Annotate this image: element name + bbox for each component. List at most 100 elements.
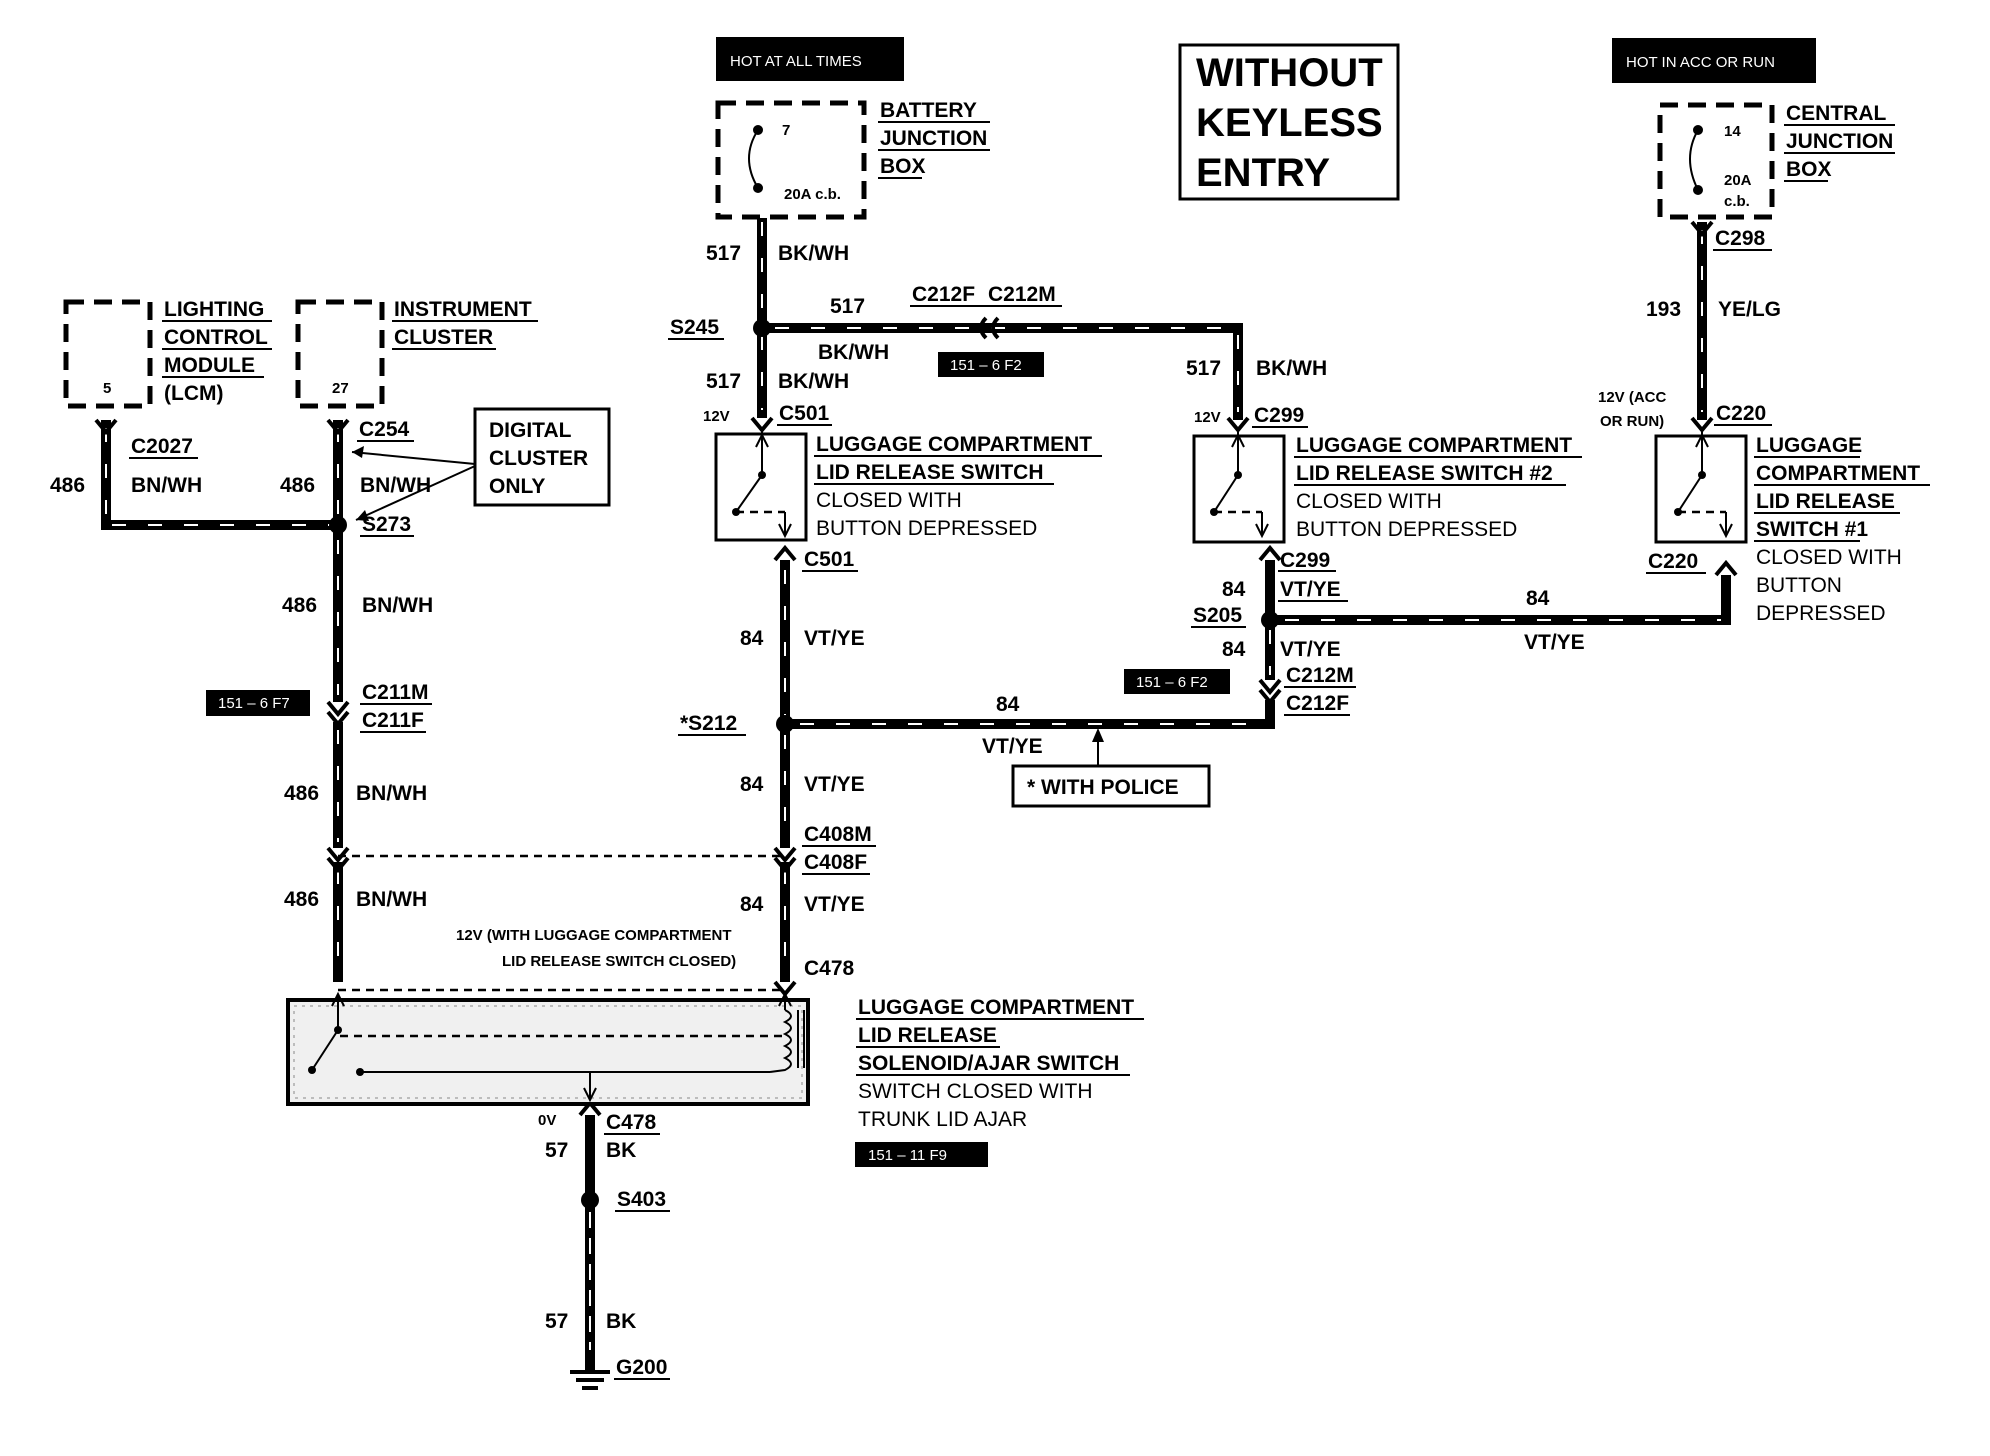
splice-s205-dot: [1261, 611, 1279, 629]
sol-name-3: SOLENOID/AJAR SWITCH: [858, 1052, 1119, 1075]
c211-mark: [326, 700, 350, 718]
sw3-name-4: SWITCH #1: [1756, 518, 1868, 541]
cjb-fuse-rating-2: c.b.: [1724, 193, 1750, 210]
title-line-1: WITHOUT: [1196, 51, 1383, 95]
w84f-circuit: 84: [1222, 638, 1246, 661]
digital-cluster-line-1: DIGITAL: [489, 419, 572, 442]
c501-top-mark: [750, 416, 774, 434]
hot-at-all-times-text: HOT AT ALL TIMES: [730, 53, 862, 70]
title-line-3: ENTRY: [1196, 151, 1330, 195]
solenoid-ajar-switch: LUGGAGE COMPARTMENT LID RELEASE SOLENOID…: [286, 927, 1144, 1131]
c501-bottom-mark: [773, 544, 797, 562]
label-c408m: C408M: [804, 823, 872, 846]
splices: [329, 319, 1279, 1209]
switch-labels: LUGGAGE COMPARTMENT LID RELEASE SWITCH C…: [814, 433, 1930, 625]
w486lcm-color: BN/WH: [131, 474, 202, 497]
w84g-circuit: 84: [1526, 587, 1550, 610]
sw1-state-2: BUTTON DEPRESSED: [816, 517, 1037, 540]
c212-top-mark: [991, 316, 1000, 340]
connector-labels: C2027 C254 C501 C501 C299 C299 C298 C220…: [129, 227, 1772, 1380]
label-s212: *S212: [680, 712, 737, 735]
w486lcm-circuit: 486: [50, 474, 85, 497]
switch-lid-release: [714, 430, 808, 542]
c220-bottom-mark: [1714, 559, 1738, 577]
c298-mark: [1690, 220, 1714, 238]
sol-name-1: LUGGAGE COMPARTMENT: [858, 996, 1134, 1019]
w517c-color: BK/WH: [778, 370, 849, 393]
voltage-c478-bottom: 0V: [538, 1112, 556, 1129]
label-g200: G200: [616, 1356, 667, 1379]
c299-bottom-mark: [1258, 544, 1282, 562]
lcm-label-1: LIGHTING: [164, 298, 264, 321]
cjb-fuse-rating-1: 20A: [1724, 172, 1752, 189]
w486a-circuit: 486: [282, 594, 317, 617]
title-line-2: KEYLESS: [1196, 101, 1383, 145]
w517d-color: BK/WH: [1256, 357, 1327, 380]
label-s403: S403: [617, 1188, 666, 1211]
w57b-circuit: 57: [545, 1310, 568, 1333]
splice-s273-dot: [329, 516, 347, 534]
sw3-state-1: CLOSED WITH: [1756, 546, 1902, 569]
label-c478-top: C478: [804, 957, 855, 980]
hot-in-acc-or-run-tag: HOT IN ACC OR RUN: [1612, 38, 1816, 83]
c408-left-mark: [326, 846, 350, 864]
cjb-label-1: CENTRAL: [1786, 102, 1886, 125]
c408-right-mark: [773, 846, 797, 864]
instrument-cluster: 27 INSTRUMENT CLUSTER: [295, 298, 538, 409]
lighting-control-module: 5 LIGHTING CONTROL MODULE (LCM): [63, 298, 272, 409]
switch-lid-release-1: [1654, 430, 1748, 544]
cjb-label-2: JUNCTION: [1786, 130, 1893, 153]
label-c212m-top: C212M: [988, 283, 1056, 306]
w193-circuit: 193: [1646, 298, 1681, 321]
hot-in-acc-or-run-text: HOT IN ACC OR RUN: [1626, 54, 1775, 71]
label-c501-top: C501: [779, 402, 830, 425]
battery-junction-box: 7 20A c.b. BATTERY JUNCTION BOX: [715, 99, 990, 220]
label-c298: C298: [1715, 227, 1766, 250]
ref-tag-f7: 151 – 6 F7: [218, 695, 290, 712]
bjb-label-1: BATTERY: [880, 99, 977, 122]
ref-tags: 151 – 6 F2 151 – 6 F2 151 – 6 F7 151 – 1…: [206, 352, 1230, 1167]
w486ic-circuit: 486: [280, 474, 315, 497]
sw1-state-1: CLOSED WITH: [816, 489, 962, 512]
w84e-color: VT/YE: [1280, 578, 1341, 601]
sw2-name-2: LID RELEASE SWITCH #2: [1296, 462, 1553, 485]
sw3-state-2: BUTTON: [1756, 574, 1842, 597]
w517b-circuit: 517: [830, 295, 865, 318]
c2027-mark: [94, 418, 118, 436]
bjb-fuse-rating: 20A c.b.: [784, 186, 841, 203]
label-s273: S273: [362, 513, 411, 536]
label-c212f-mid: C212F: [1286, 692, 1349, 715]
w84c-circuit: 84: [740, 893, 764, 916]
lcm-pin: 5: [103, 380, 111, 397]
lcm-label-2: CONTROL: [164, 326, 268, 349]
w84a-color: VT/YE: [804, 627, 865, 650]
label-c220-top: C220: [1716, 402, 1766, 425]
ic-label-1: INSTRUMENT: [394, 298, 532, 321]
label-c254: C254: [359, 418, 410, 441]
w193-color: YE/LG: [1718, 298, 1781, 321]
w57a-color: BK: [606, 1139, 636, 1162]
label-c220-bottom: C220: [1648, 550, 1698, 573]
splice-s212-dot: [776, 715, 794, 733]
splice-labels: S245 S273 S205 *S212 S403: [360, 316, 1246, 1212]
ic-label-2: CLUSTER: [394, 326, 493, 349]
label-c211m: C211M: [362, 681, 429, 704]
label-s205: S205: [1193, 604, 1242, 627]
w84b-color: VT/YE: [804, 773, 865, 796]
label-c212f-top: C212F: [912, 283, 975, 306]
ref-tag-f9: 151 – 11 F9: [868, 1147, 947, 1164]
police-note-text: * WITH POLICE: [1027, 776, 1179, 799]
voltage-c220-2: OR RUN): [1600, 413, 1664, 430]
bjb-label-3: BOX: [880, 155, 926, 178]
w486c-circuit: 486: [284, 888, 319, 911]
splice-s403-dot: [581, 1191, 599, 1209]
w84d-color: VT/YE: [982, 735, 1043, 758]
label-c478-bottom: C478: [606, 1111, 657, 1134]
ref-tag-f2-top: 151 – 6 F2: [950, 357, 1022, 374]
sw3-name-1: LUGGAGE: [1756, 434, 1862, 457]
w486ic-color: BN/WH: [360, 474, 431, 497]
voltage-c220-1: 12V (ACC: [1598, 389, 1667, 406]
sol-state-2: TRUNK LID AJAR: [858, 1108, 1027, 1131]
lcm-label-4: (LCM): [164, 382, 223, 405]
w486b-circuit: 486: [284, 782, 319, 805]
